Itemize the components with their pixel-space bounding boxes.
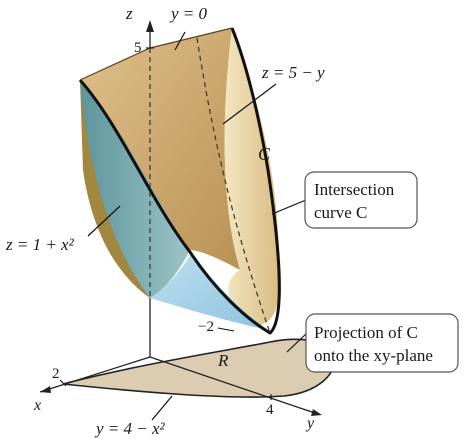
leader-projection [286, 331, 309, 353]
curve-c-label: C [258, 144, 271, 164]
hidden-dashed-curve [196, 37, 271, 334]
tick-x2-label: 2 [52, 366, 60, 382]
plane-z5y-label: z = 5 − y [261, 63, 325, 82]
leader-z5y [222, 83, 277, 125]
callout-projection-line1: Projection of C [314, 323, 418, 342]
callout-projection-box [305, 313, 459, 373]
y-axis-arrow [311, 409, 322, 416]
leader-neg2 [217, 327, 235, 332]
leader-intersection [271, 199, 307, 215]
z-axis-label: z [125, 4, 133, 23]
x-axis-arrow [40, 386, 51, 393]
plane-y0-text: y = 0 [169, 4, 208, 23]
callout-projection-line2: onto the xy-plane [314, 346, 433, 365]
leader-plane-y0 [174, 31, 186, 51]
y-axis-line [149, 356, 301, 409]
tick-z5-label: 5 [134, 40, 142, 56]
leader-z1x2 [87, 205, 121, 237]
z-axis-arrow [146, 20, 154, 32]
callout-intersection-line2: curve C [314, 203, 367, 222]
cream-face [224, 28, 280, 326]
top-tilted-plane [80, 28, 240, 270]
region-r-label: R [217, 351, 229, 370]
paraboloid-teal-face [80, 80, 190, 298]
surface-z1x2-label: z = 1 + x² [5, 235, 75, 254]
boundary-y4x2-label: y = 4 − x² [94, 419, 166, 438]
leader-boundary [151, 395, 173, 421]
intersection-curve-c [78, 27, 281, 335]
tick-neg2-label: −2 [198, 319, 214, 335]
callout-intersection-box [304, 171, 418, 229]
tick-x2-mark [59, 379, 67, 387]
region-r [62, 338, 336, 398]
x-axis-line [39, 356, 151, 393]
x-axis-label: x [33, 397, 41, 414]
callout-intersection-line1: Intersection [314, 180, 395, 199]
y-axis-label: y [305, 415, 315, 432]
plane-y0-label: y = 0 [169, 4, 208, 23]
tick-y4-label: 4 [266, 402, 274, 418]
